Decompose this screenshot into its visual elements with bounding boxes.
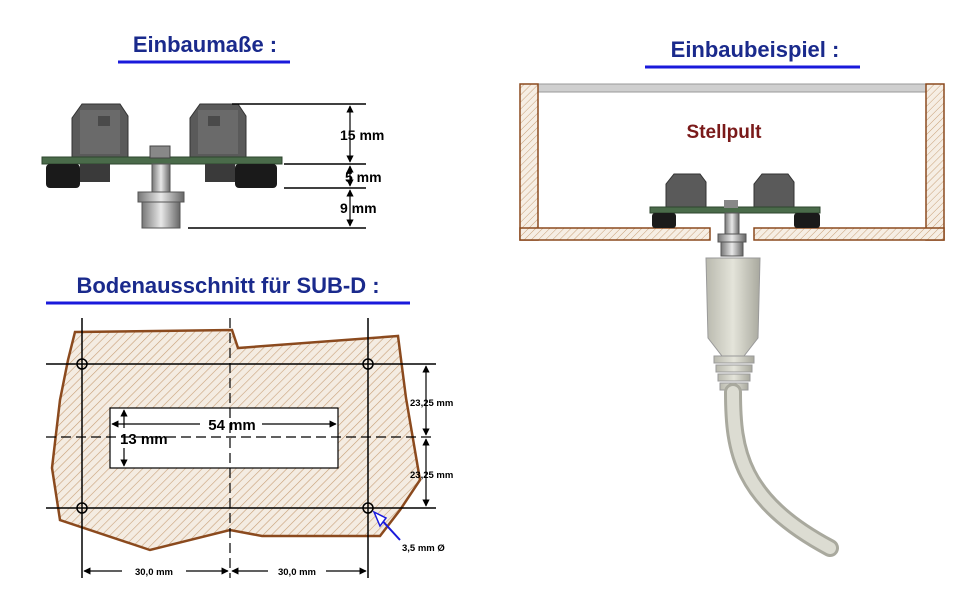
- horizontal-left-label: 30,0 mm: [135, 567, 173, 578]
- horizontal-right-label: 30,0 mm: [278, 567, 316, 578]
- mounting-dimensions-title: Einbaumaße :: [133, 32, 277, 57]
- sub-d-slot: [109, 407, 339, 469]
- slot-width-label: 54 mm: [208, 417, 256, 434]
- hole-diameter-label: 3,5 mm Ø: [402, 543, 445, 554]
- cable-plug: [705, 257, 839, 557]
- panel-label: Stellpult: [687, 122, 763, 143]
- cutout-title: Bodenausschnitt für SUB-D :: [76, 273, 379, 298]
- mounting-dimensions-section: Einbaumaße :: [41, 32, 384, 229]
- decoder-module-installed: [649, 173, 821, 257]
- dim-5mm: 5 mm: [345, 169, 382, 185]
- mounting-hole: [76, 358, 88, 370]
- example-section: Einbaubeispiel : Stellpult: [519, 37, 945, 557]
- mounting-hole: [362, 502, 374, 514]
- height-dimension-lines: [188, 103, 366, 229]
- vertical-spacing-top-label: 23,25 mm: [410, 398, 453, 409]
- mounting-hole: [76, 502, 88, 514]
- cutout-section: Bodenausschnitt für SUB-D : 54 mm 13 mm …: [46, 273, 453, 578]
- decoder-module-side-view: [41, 103, 283, 229]
- vertical-spacing-bottom-label: 23,25 mm: [410, 470, 453, 481]
- control-panel-box: [519, 83, 945, 241]
- dim-9mm: 9 mm: [340, 200, 377, 216]
- mounting-hole: [362, 358, 374, 370]
- slot-height-label: 13 mm: [120, 431, 168, 448]
- example-title: Einbaubeispiel :: [671, 37, 840, 62]
- dim-15mm: 15 mm: [340, 127, 384, 143]
